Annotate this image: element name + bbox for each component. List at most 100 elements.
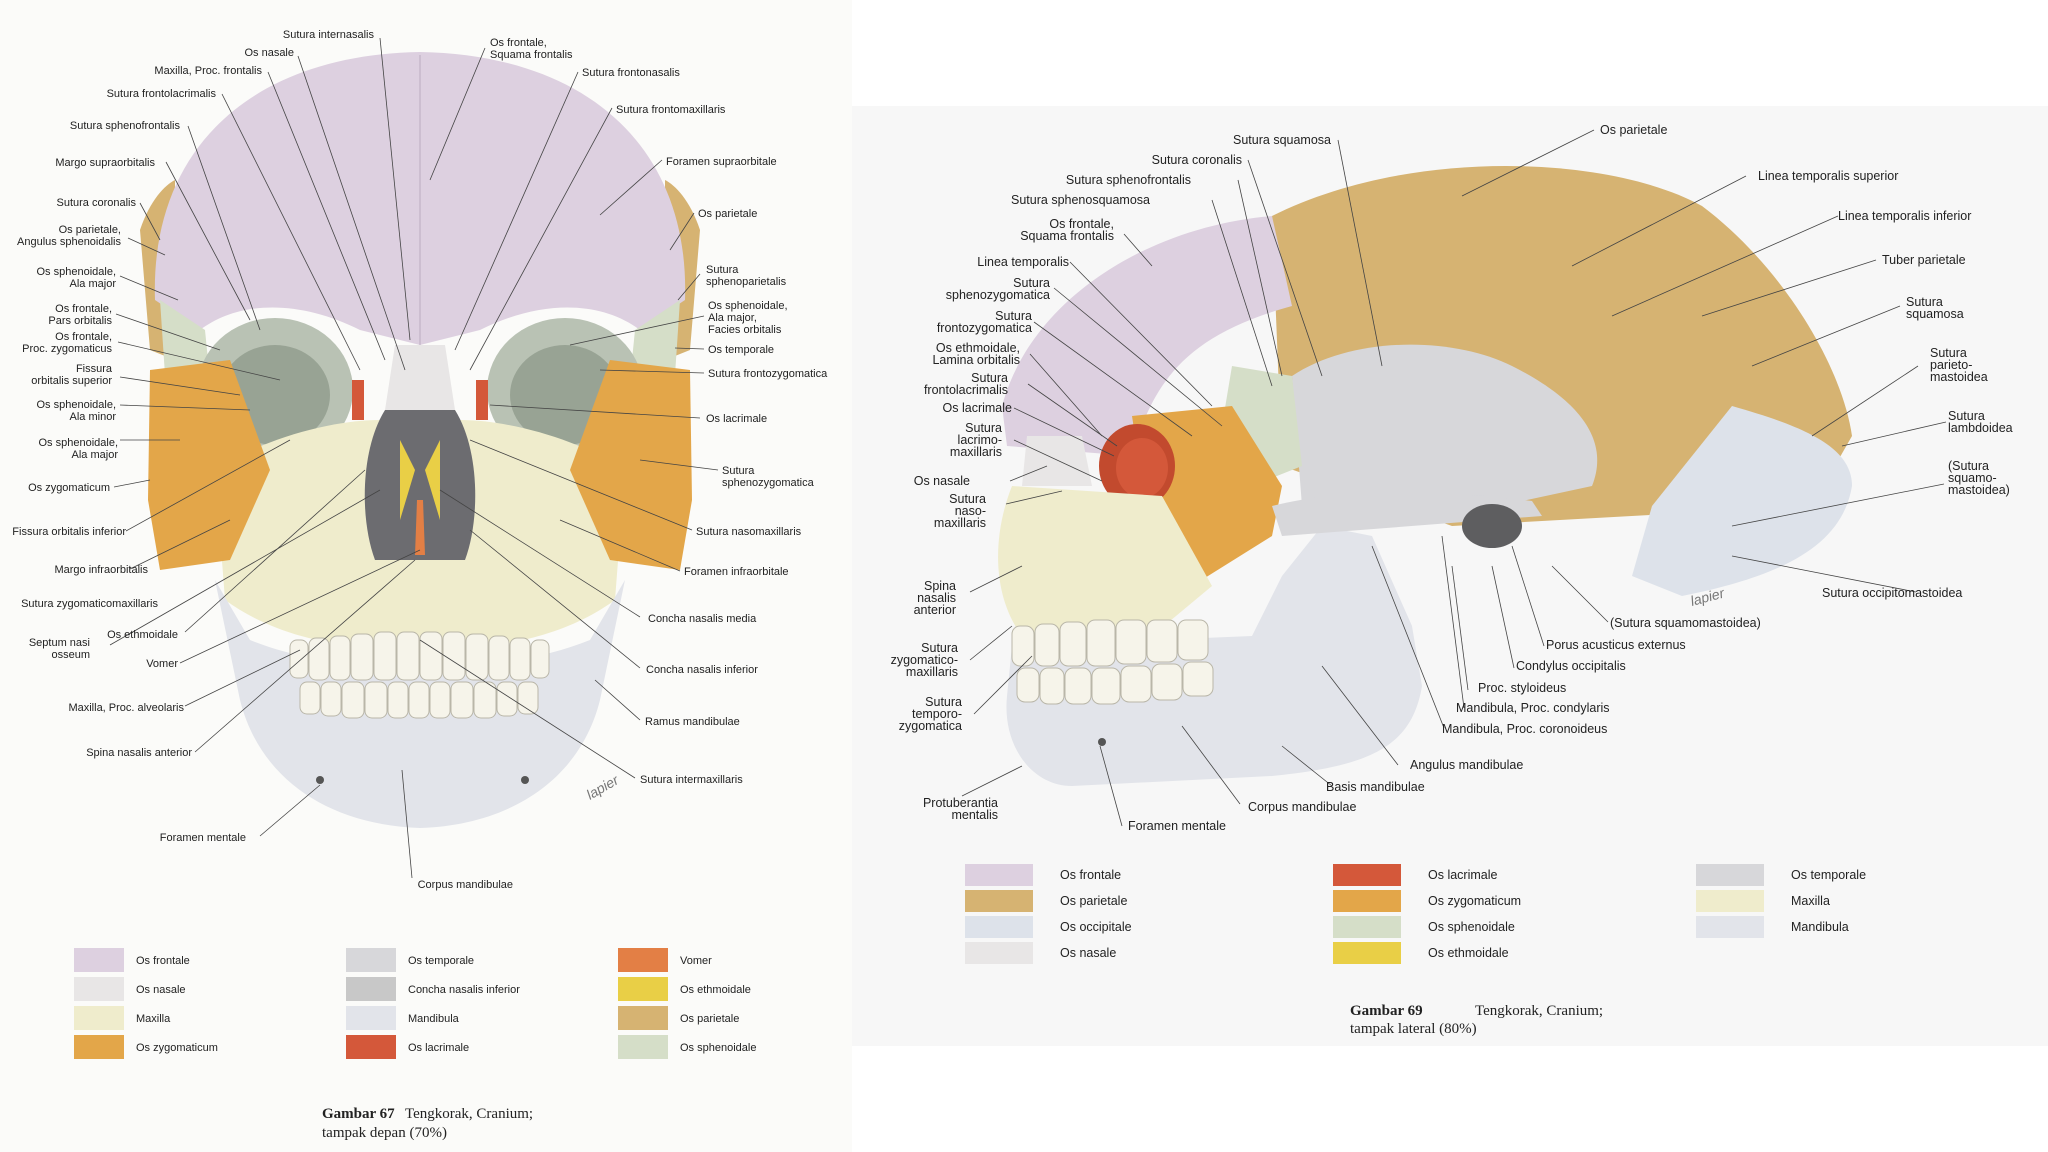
os-lacrimale-left-shape	[352, 380, 364, 420]
lateral-skull-figure: lapier	[891, 123, 2013, 1037]
porus-acusticus-shape	[1462, 504, 1522, 548]
legend-swatch	[346, 1006, 396, 1030]
legend-swatch	[1333, 942, 1401, 964]
legend-label: Os temporale	[1791, 868, 1866, 882]
label-sutura-sz: Sutura	[722, 465, 755, 477]
label-l-sutura-3: Sutura	[971, 371, 1008, 385]
label-l-maxillaris: maxillaris	[950, 445, 1002, 459]
label-os-zygomaticum: Os zygomaticum	[28, 482, 110, 494]
legend-label: Os zygomaticum	[1428, 894, 1521, 908]
label-concha-nasalis-inferior: Concha nasalis inferior	[646, 664, 758, 676]
label-l-sutura-5: Sutura	[949, 492, 986, 506]
legend-swatch	[1333, 864, 1401, 886]
label-r-sutura-1: Sutura	[1906, 295, 1943, 309]
legend-swatch	[74, 1006, 124, 1030]
label-fissura-orbitalis-inferior: Fissura orbitalis inferior	[12, 526, 126, 538]
legend-label: Os occipitale	[1060, 920, 1132, 934]
label-corpus-mandibulae: Corpus mandibulae	[418, 879, 513, 891]
label-os-sphenoidale-r: Os sphenoidale,	[708, 300, 788, 312]
mandibula-lateral-shape	[1006, 526, 1422, 786]
frontal-skull-illustration: lapier	[140, 52, 700, 828]
label-sutura-coronalis: Sutura coronalis	[57, 197, 137, 209]
label-l-sutura-7: Sutura	[925, 695, 962, 709]
label-foramen-infraorbitale: Foramen infraorbitale	[684, 566, 789, 578]
label-l-sphenozygomatica: sphenozygomatica	[946, 288, 1050, 302]
vomer-shape	[415, 500, 425, 555]
label-l-frontolacrimalis: frontolacrimalis	[924, 383, 1008, 397]
legend-label: Os nasale	[1060, 946, 1116, 960]
label-l-sutura-sphenofrontalis: Sutura sphenofrontalis	[1066, 173, 1191, 187]
foramen-mentale-mark-2	[521, 776, 529, 784]
label-l-protuberantia: Protuberantia	[923, 796, 998, 810]
caption-line-2: tampak depan (70%)	[322, 1125, 447, 1141]
label-l-sutura-6: Sutura	[921, 641, 958, 655]
legend-swatch	[618, 977, 668, 1001]
label-orbitalis-superior: orbitalis superior	[31, 375, 112, 387]
label-os-frontale-1: Os frontale,	[55, 303, 112, 315]
os-lacrimale-right-shape	[476, 380, 488, 420]
os-sphenoidale-right-shape	[630, 300, 680, 380]
label-foramen-mentale: Foramen mentale	[160, 832, 246, 844]
os-occipitale-shape	[1632, 406, 1852, 596]
label-l-linea-temporalis: Linea temporalis	[977, 255, 1069, 269]
label-os-temporale: Os temporale	[708, 344, 774, 356]
label-l-sutura-4: Sutura	[965, 421, 1002, 435]
legend-label: Mandibula	[1791, 920, 1849, 934]
label-l-frontozygomatica: frontozygomatica	[937, 321, 1032, 335]
legend-swatch	[618, 948, 668, 972]
label-squama-frontalis: Squama frontalis	[490, 49, 573, 61]
label-sutura-sp: Sutura	[706, 264, 739, 276]
label-r-proc-styloideus: Proc. styloideus	[1478, 681, 1566, 695]
label-r-proc-coronoideus: Mandibula, Proc. coronoideus	[1442, 722, 1607, 736]
os-nasale-lateral-shape	[1022, 436, 1092, 486]
label-os-sphenoidale-2: Os sphenoidale,	[37, 399, 117, 411]
legend-swatch	[965, 942, 1033, 964]
label-sutura-internasalis: Sutura internasalis	[283, 29, 375, 41]
label-r-parieto: parieto-	[1930, 358, 1972, 372]
label-r-squamo: squamo-	[1948, 471, 1997, 485]
label-r-squamosa: squamosa	[1906, 307, 1964, 321]
label-maxilla-proc-frontalis: Maxilla, Proc. frontalis	[154, 65, 262, 77]
legend-label: Os nasale	[136, 984, 186, 996]
label-l-os-frontale: Os frontale,	[1049, 217, 1114, 231]
label-sutura-intermaxillaris: Sutura intermaxillaris	[640, 774, 743, 786]
legend-label: Maxilla	[1791, 894, 1830, 908]
label-ala-major-1: Ala major	[70, 278, 117, 290]
frontal-caption: Gambar 67 Tengkorak, Cranium; tampak dep…	[322, 1106, 533, 1141]
label-l-nasalis: nasalis	[917, 591, 956, 605]
legend-swatch	[1333, 890, 1401, 912]
frontal-labels-left: Sutura internasalis Os nasale Maxilla, P…	[12, 29, 513, 891]
label-sutura-frontonasalis: Sutura frontonasalis	[582, 67, 680, 79]
label-r-sutura-3: Sutura	[1948, 409, 1985, 423]
legend-swatch	[965, 890, 1033, 912]
os-ethmoidale-shape	[400, 440, 415, 520]
os-frontale-lateral-shape	[1002, 216, 1292, 456]
legend-swatch	[1696, 890, 1764, 912]
label-r-condylus-occipitalis: Condylus occipitalis	[1516, 659, 1626, 673]
label-margo-supraorbitalis: Margo supraorbitalis	[55, 157, 155, 169]
legend-label: Os ethmoidale	[680, 984, 751, 996]
legend-swatch	[346, 1035, 396, 1059]
foramen-mentale-lateral-mark	[1098, 738, 1106, 746]
label-r-lambdoidea: lambdoidea	[1948, 421, 2013, 435]
label-ramus-mandibulae: Ramus mandibulae	[645, 716, 740, 728]
label-vomer: Vomer	[146, 658, 178, 670]
legend-swatch	[1696, 864, 1764, 886]
legend-swatch	[1333, 916, 1401, 938]
label-spina-nasalis-anterior: Spina nasalis anterior	[86, 747, 192, 759]
foramen-mentale-mark	[316, 776, 324, 784]
nasal-cavity-shape	[364, 410, 476, 560]
label-ala-major-r: Ala major,	[708, 312, 757, 324]
label-r-linea-temporalis-superior: Linea temporalis superior	[1758, 169, 1898, 183]
legend-swatch	[74, 1035, 124, 1059]
label-margo-infraorbitalis: Margo infraorbitalis	[54, 564, 148, 576]
label-sutura-frontozygomatica: Sutura frontozygomatica	[708, 368, 828, 380]
caption-line-1: Tengkorak, Cranium;	[405, 1106, 533, 1122]
frontal-leader-lines	[109, 37, 421, 879]
legend-swatch	[618, 1035, 668, 1059]
legend-label: Os parietale	[1060, 894, 1127, 908]
lateral-labels-right: Os parietale Linea temporalis superior L…	[1248, 123, 2013, 814]
label-angulus-sphenoidalis: Angulus sphenoidalis	[17, 236, 121, 248]
legend-swatch	[74, 948, 124, 972]
label-os-parietale: Os parietale,	[59, 224, 121, 236]
